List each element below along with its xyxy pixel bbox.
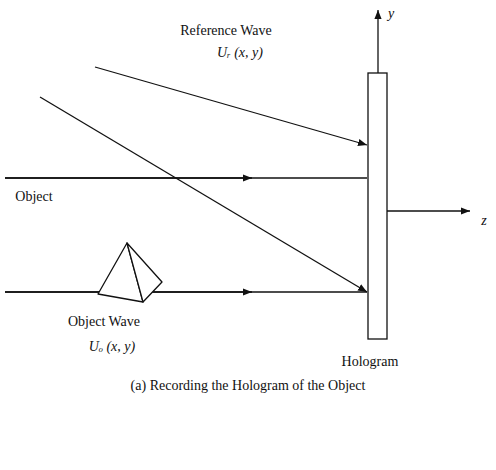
reference-ray — [40, 97, 367, 292]
object-label: Object — [15, 189, 52, 205]
wave-label: Reference Wave — [180, 23, 272, 39]
object-ray — [5, 291, 367, 292]
z-axis — [387, 210, 470, 211]
object-ray — [5, 177, 367, 178]
pyramid-object — [98, 243, 162, 302]
axis-label: y — [388, 6, 394, 22]
wave-field-label: Uᵣ (x, y) — [217, 45, 263, 61]
figure-caption: (a) Recording the Hologram of the Object — [131, 378, 366, 394]
wave-label: Object Wave — [68, 314, 140, 330]
y-axis — [377, 10, 378, 73]
object-ray-head — [5, 177, 252, 178]
hologram-label: Hologram — [342, 354, 399, 370]
reference-ray — [95, 67, 367, 145]
axis-label: z — [481, 213, 486, 229]
wave-field-label: Uₒ (x, y) — [89, 339, 135, 355]
hologram-plate — [368, 73, 387, 339]
